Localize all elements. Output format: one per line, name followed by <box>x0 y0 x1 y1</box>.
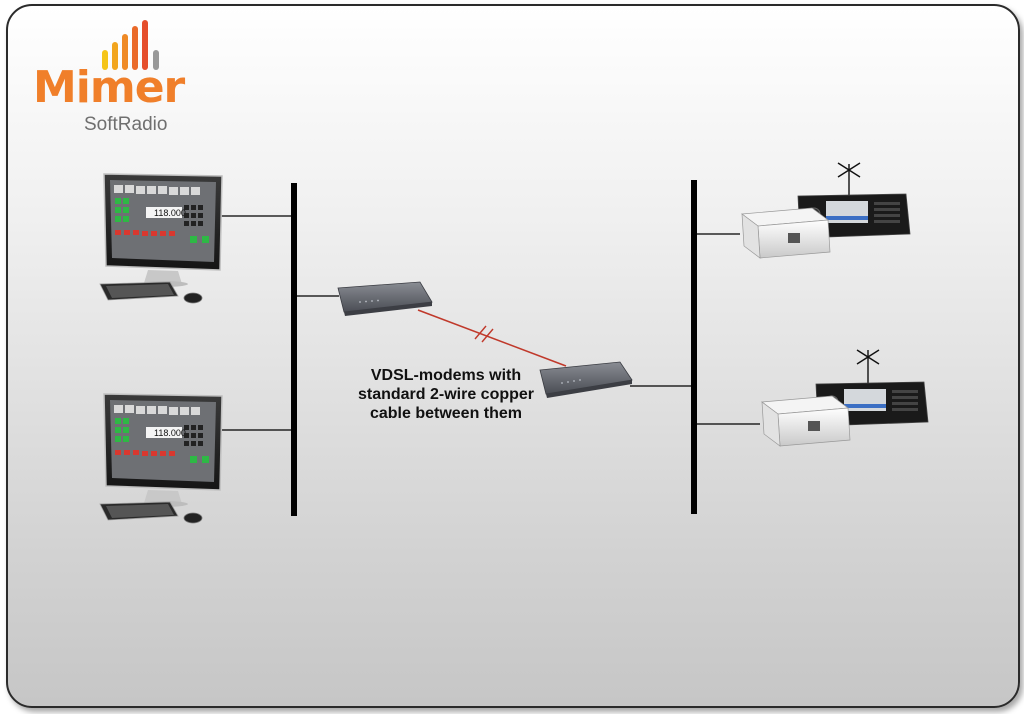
left-bus-bar <box>291 183 297 516</box>
frequency-readout-2: 118.000 <box>154 428 186 438</box>
frequency-readout-1: 118.000 <box>154 208 186 218</box>
operator-station-2: 118.000 <box>99 393 223 524</box>
monitor-icon: 118.000 <box>103 393 223 507</box>
mouse-icon <box>183 512 203 524</box>
antenna-icon <box>856 349 880 384</box>
modem-caption: VDSL-modems with standard 2-wire copper … <box>346 366 546 423</box>
caption-line-3: cable between them <box>369 405 523 422</box>
diagram-frame: 118.000 <box>6 4 1020 708</box>
mouse-icon <box>183 292 203 304</box>
operator-station-1: 118.000 <box>99 173 223 304</box>
caption-line-1: VDSL-modems with <box>370 367 522 384</box>
radio-unit-2 <box>761 349 929 447</box>
copper-cable-link <box>417 309 567 367</box>
interface-box-icon <box>741 207 831 259</box>
network-diagram: 118.000 <box>99 20 929 524</box>
keyboard-icon <box>99 281 179 301</box>
vdsl-modem-2 <box>539 361 633 398</box>
logo-brand: Mimer <box>33 62 185 113</box>
antenna-icon <box>837 162 861 196</box>
monitor-icon: 118.000 <box>103 173 223 287</box>
logo-product: SoftRadio <box>84 114 168 135</box>
radio-unit-1 <box>741 162 911 259</box>
keyboard-icon <box>99 501 179 521</box>
interface-box-icon <box>761 395 851 447</box>
vdsl-modem-1 <box>337 281 433 316</box>
network-links <box>215 215 760 431</box>
logo-bars-icon <box>102 20 159 70</box>
caption-line-2: standard 2-wire copper <box>357 386 535 403</box>
right-bus-bar <box>691 180 697 514</box>
